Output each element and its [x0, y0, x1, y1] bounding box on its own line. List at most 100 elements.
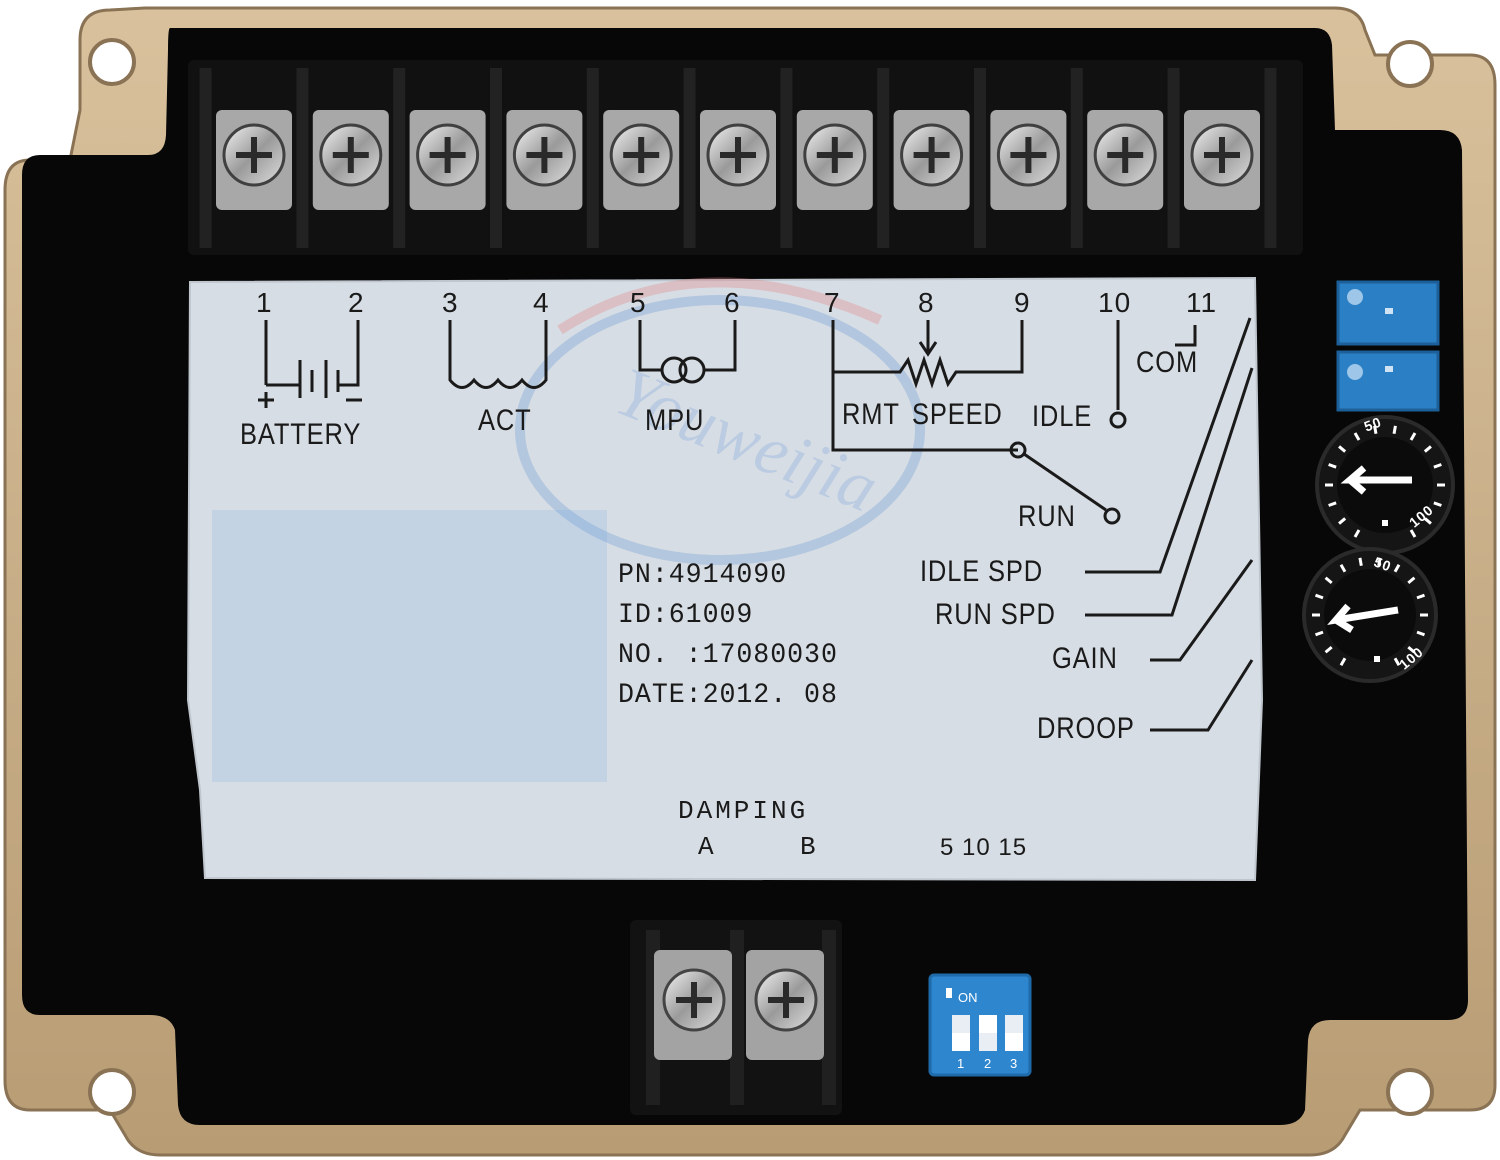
- terminal-separator: [296, 68, 309, 248]
- dip-switch-pos-1: 1: [957, 1056, 965, 1071]
- mount-hole-top-left: [88, 38, 136, 86]
- terminal-number-10: 10: [1098, 287, 1132, 318]
- knob-tick: [1407, 645, 1416, 654]
- terminal-block-bottom: [630, 920, 842, 1115]
- dip-switch[interactable]: [928, 973, 1032, 1077]
- terminal-separator: [780, 68, 793, 248]
- knob-tick: [1353, 432, 1361, 441]
- knob-tick: [1423, 517, 1432, 525]
- knob-tick: [1338, 445, 1347, 453]
- knob-tick: [1433, 501, 1442, 507]
- watermark: [515, 277, 925, 565]
- label-idle-spd: IDLE SPD: [920, 555, 1044, 588]
- knob-tick: [1409, 432, 1417, 441]
- terminal-separator: [393, 68, 406, 248]
- label-speed: SPEED: [912, 398, 1003, 431]
- serial-number: NO. :17080030: [618, 640, 838, 671]
- damping-a: A: [698, 832, 715, 862]
- terminal-number-9: 9: [1014, 287, 1031, 318]
- dip-switch-pos-3: 3: [1010, 1056, 1018, 1071]
- id-number: ID:61009: [618, 600, 754, 631]
- knob-tick: [1338, 517, 1347, 525]
- knob-tick: [1339, 564, 1347, 573]
- terminal-screw-5[interactable]: [603, 110, 680, 210]
- knob-tick: [1373, 425, 1378, 435]
- terminal-number-7: 7: [824, 287, 841, 318]
- droop-knob-bottom[interactable]: [1302, 547, 1438, 683]
- label-act: ACT: [478, 404, 532, 437]
- dip-switch-on-label: ON: [958, 990, 978, 1005]
- gain-knob-top[interactable]: [1315, 415, 1455, 555]
- label-run: RUN: [1018, 500, 1076, 533]
- terminal-screw-8[interactable]: [893, 110, 970, 210]
- mount-hole-bottom-left: [88, 1068, 136, 1116]
- terminal-separator: [490, 68, 502, 248]
- terminal-number-2: 2: [348, 287, 365, 318]
- terminal-screw-9[interactable]: [990, 110, 1067, 210]
- knob-tick: [1409, 529, 1417, 538]
- knob-tick: [1314, 593, 1324, 600]
- terminal-separator: [1167, 68, 1180, 248]
- label-sticker: [186, 276, 1264, 882]
- label-run-spd: RUN SPD: [935, 598, 1056, 631]
- terminal-number-6: 6: [724, 287, 741, 318]
- terminal-screw-7[interactable]: [796, 110, 873, 210]
- knob-tick: [1353, 529, 1361, 538]
- date-code: DATE:2012. 08: [618, 680, 838, 711]
- blue-trimmer-pot-1[interactable]: [1336, 280, 1440, 346]
- dip-switch-pos-2: 2: [984, 1056, 992, 1071]
- knob-tick: [1392, 425, 1397, 435]
- terminal-separator: [877, 68, 890, 248]
- knob-tick: [1433, 463, 1442, 469]
- knob-tick: [1328, 463, 1337, 469]
- terminal-separator: [683, 68, 696, 248]
- label-gain: GAIN: [1052, 642, 1118, 675]
- part-number: PN:4914090: [618, 560, 788, 591]
- terminal-number-5: 5: [630, 287, 647, 318]
- knob-tick: [1393, 657, 1401, 666]
- label-com: COM: [1136, 346, 1199, 379]
- knob-tick: [1358, 557, 1363, 567]
- damping-title: DAMPING: [678, 796, 809, 826]
- knob-tick: [1324, 576, 1333, 585]
- blue-trimmer-pot-2[interactable]: [1336, 350, 1440, 412]
- terminal-screw-2[interactable]: [312, 110, 389, 210]
- knob-tick: [1416, 593, 1426, 600]
- knob-tick: [1324, 645, 1333, 654]
- terminal-screw-11[interactable]: [1184, 110, 1260, 210]
- knob-tick: [1393, 564, 1401, 573]
- knob-tick: [1423, 445, 1432, 453]
- mount-hole-top-right: [1386, 40, 1434, 88]
- knob-tick: [1416, 630, 1426, 637]
- label-droop: DROOP: [1037, 712, 1135, 745]
- terminal-number-8: 8: [918, 287, 935, 318]
- terminal-separator: [199, 68, 212, 248]
- terminal-screw-4[interactable]: [506, 110, 583, 210]
- terminal-screw-1[interactable]: [216, 110, 292, 210]
- terminal-screw-3[interactable]: [409, 110, 486, 210]
- terminal-separator: [586, 68, 599, 248]
- schematic: [258, 317, 1254, 732]
- label-idle: IDLE: [1032, 400, 1093, 433]
- label-mpu: MPU: [645, 404, 705, 437]
- mount-hole-bottom-right: [1386, 1068, 1434, 1116]
- terminal-strip-top: [188, 60, 1303, 255]
- terminal-number-11: 11: [1186, 287, 1218, 318]
- terminal-separator: [1070, 68, 1083, 248]
- knob-tick: [1377, 557, 1382, 567]
- knob-tick: [1328, 501, 1337, 507]
- damping-scale: 5 10 15: [940, 834, 1028, 861]
- knob-tick: [1314, 630, 1324, 637]
- label-battery: BATTERY: [240, 418, 362, 451]
- knob-tick: [1407, 576, 1416, 585]
- terminal-number-4: 4: [533, 287, 550, 318]
- label-rmt: RMT: [842, 398, 900, 431]
- damping-b: B: [800, 832, 817, 862]
- terminal-screw-6[interactable]: [700, 110, 776, 210]
- terminal-screw-10[interactable]: [1087, 110, 1164, 210]
- terminal-number-3: 3: [442, 287, 459, 318]
- knob-tick: [1339, 657, 1347, 666]
- terminal-separator: [974, 68, 986, 248]
- terminal-separator: [1264, 68, 1277, 248]
